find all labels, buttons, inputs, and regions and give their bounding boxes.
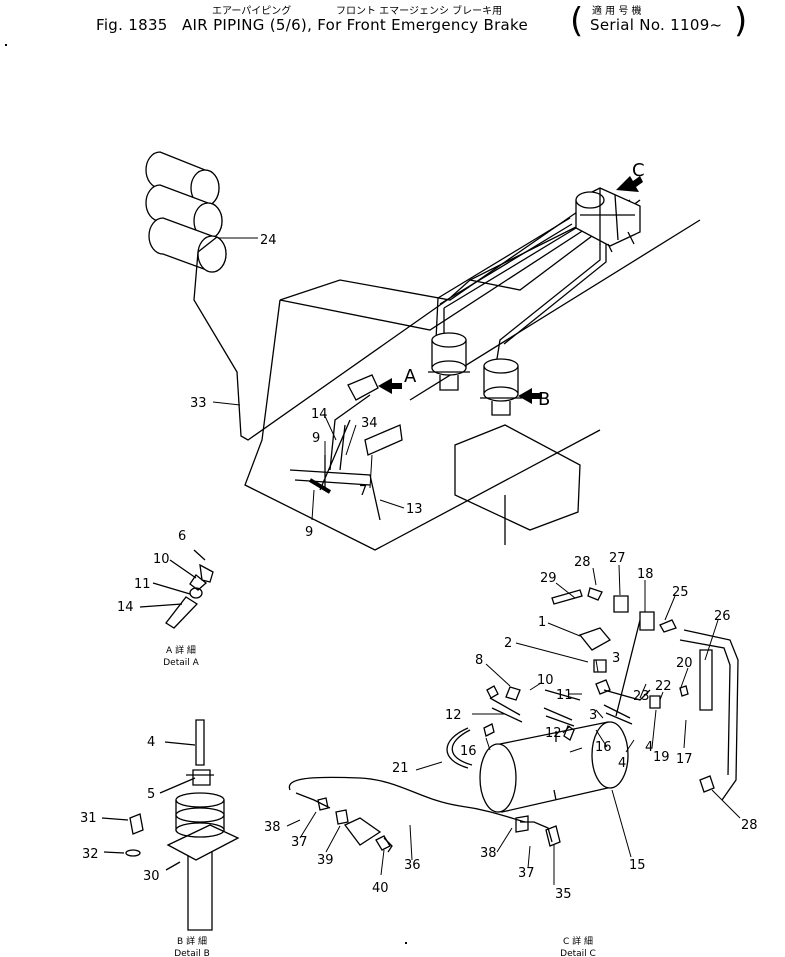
callout-c-4-right: 4 (618, 756, 626, 771)
callout-34: 34 (361, 416, 378, 431)
detail-c-caption-en: Detail C (560, 949, 596, 957)
brake-chamber-1 (428, 332, 470, 391)
callout-c-29: 29 (540, 571, 557, 586)
callout-a-6: 6 (178, 529, 186, 544)
callout-c-22: 22 (655, 679, 672, 694)
serial-number: Serial No. 1109~ (590, 16, 723, 34)
callout-c-10: 10 (537, 673, 554, 688)
lever-assembly (289, 394, 403, 521)
callout-c-35: 35 (555, 887, 572, 902)
view-label-c: C (632, 160, 645, 181)
callout-c-12-mid: 12 (545, 726, 562, 741)
detail-a-caption-en: Detail A (163, 658, 199, 668)
callout-c-28-lower: 28 (741, 818, 758, 833)
callout-24: 24 (260, 233, 277, 248)
callout-9-upper: 9 (312, 431, 320, 446)
detail-c-leader-lines (286, 564, 741, 885)
callout-c-16-right: 16 (595, 740, 612, 755)
callout-c-4-left: 4 (645, 740, 653, 755)
callout-c-2: 2 (504, 636, 512, 651)
callout-b-5: 5 (147, 787, 155, 802)
callout-c-23: 23 (633, 689, 650, 704)
view-label-a: A (404, 366, 417, 387)
callout-c-20: 20 (676, 656, 693, 671)
callout-c-3-lower: 3 (589, 708, 597, 723)
air-tanks (145, 151, 227, 273)
detail-a-part (347, 374, 379, 401)
frame-outline (244, 199, 701, 551)
brake-chamber-2 (480, 358, 522, 416)
callout-c-39: 39 (317, 853, 334, 868)
view-arrows (378, 176, 643, 404)
callout-c-17: 17 (676, 752, 693, 767)
callout-13: 13 (406, 502, 423, 517)
detail-a-caption-jp: A 詳 細 (166, 644, 196, 656)
serial-open-paren: ( (570, 1, 584, 41)
callout-c-21: 21 (392, 761, 409, 776)
callout-c-16-left: 16 (460, 744, 477, 759)
detail-b-caption-en: Detail B (174, 949, 210, 957)
callout-c-18: 18 (637, 567, 654, 582)
detail-b-drawing (101, 719, 240, 931)
callout-c-25: 25 (672, 585, 689, 600)
callout-c-26: 26 (714, 609, 731, 624)
figure-title: AIR PIPING (5/6), For Front Emergency Br… (182, 16, 529, 34)
callout-a-14: 14 (117, 600, 134, 615)
callout-c-28-upper: 28 (574, 555, 591, 570)
detail-c-drawing (288, 587, 739, 853)
callout-c-8: 8 (475, 653, 483, 668)
callout-b-30: 30 (143, 869, 160, 884)
view-arrow-labels: A B C (404, 160, 645, 410)
callout-c-15: 15 (629, 858, 646, 873)
callout-c-19: 19 (653, 750, 670, 765)
title-japanese: エアーパイピング (212, 6, 292, 17)
callout-c-38-right: 38 (480, 846, 497, 861)
figure-number: Fig. 1835 (96, 16, 168, 34)
callout-14-main: 14 (311, 407, 328, 422)
callout-c-37-left: 37 (291, 835, 308, 850)
detail-a-drawing (139, 549, 214, 629)
callout-c-27: 27 (609, 551, 626, 566)
callout-c-1: 1 (538, 615, 546, 630)
callout-9-lower: 9 (305, 525, 313, 540)
detail-c-caption-jp: C 詳 細 (563, 935, 593, 947)
callout-c-37-right: 37 (518, 866, 535, 881)
callout-a-11: 11 (134, 577, 151, 592)
callout-a-10: 10 (153, 552, 170, 567)
subtitle-japanese: フロント エマージェンシ ブレーキ用 (336, 6, 503, 17)
callout-b-31: 31 (80, 811, 97, 826)
callout-c-12-left: 12 (445, 708, 462, 723)
serial-japanese: 適 用 号 機 (592, 6, 642, 17)
serial-close-paren: ) (734, 1, 748, 41)
callout-c-38-left: 38 (264, 820, 281, 835)
callout-c-40: 40 (372, 881, 389, 896)
callout-c-11: 11 (556, 688, 573, 703)
callout-b-4: 4 (147, 735, 155, 750)
detail-captions: A 詳 細 Detail A B 詳 細 Detail B C 詳 細 Deta… (163, 644, 596, 957)
detail-b-caption-jp: B 詳 細 (177, 935, 207, 947)
callout-c-3-upper: 3 (612, 651, 620, 666)
brake-valve-c (575, 187, 641, 253)
callout-labels: 24 33 14 34 9 7 13 9 6 10 11 14 4 5 31 3… (80, 233, 758, 902)
callout-c-36: 36 (404, 858, 421, 873)
main-leader-lines (212, 237, 405, 521)
callout-33: 33 (190, 396, 207, 411)
view-label-b: B (538, 389, 550, 410)
callout-7: 7 (359, 484, 367, 499)
lower-block (454, 424, 581, 545)
dot-mark (5, 44, 407, 944)
callout-b-32: 32 (82, 847, 99, 862)
